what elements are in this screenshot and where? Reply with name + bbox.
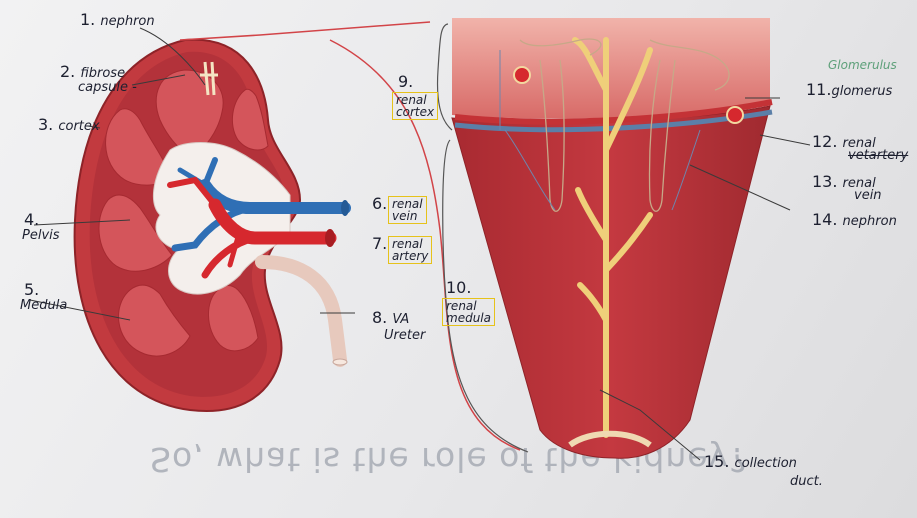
nephron-highlight xyxy=(200,61,218,96)
label-5-text: Medula xyxy=(20,298,68,313)
label-11-above: Glomerulus xyxy=(828,58,897,72)
label-6-text: renal xyxy=(392,197,423,211)
nephron-loops xyxy=(519,38,730,212)
ureter xyxy=(255,255,347,367)
pyramid-detail xyxy=(451,18,773,459)
label-1-number: 1. xyxy=(80,10,96,29)
label-14: 14. nephron xyxy=(812,210,897,229)
label-2-line2: capsule - xyxy=(78,80,137,95)
label-12-text: renal xyxy=(842,136,876,151)
label-4-number: 4. xyxy=(24,210,40,229)
label-8-text: VA xyxy=(392,312,410,327)
cortex-band xyxy=(452,18,770,119)
renal-papilla xyxy=(568,430,652,448)
label-9-text2: cortex xyxy=(396,105,435,119)
medulla-cone xyxy=(451,105,771,459)
whole-kidney xyxy=(73,38,351,412)
label-3-text: cortex xyxy=(58,119,100,134)
label-12: 12. renal xyxy=(812,132,876,151)
renal-artery xyxy=(167,176,337,279)
label-9-number: 9. xyxy=(398,72,414,91)
label-6-box: renal vein xyxy=(388,196,427,224)
label-13: 13. renal xyxy=(812,172,876,191)
label-3: 3. cortex xyxy=(38,115,100,134)
label-7-box: renal artery xyxy=(388,236,433,264)
label-12-number: 12. xyxy=(812,132,838,151)
pointer-lines xyxy=(29,27,811,461)
label-2-text: fibrose xyxy=(80,66,126,81)
medulla-pyramids xyxy=(98,69,269,357)
label-8: 8. VA xyxy=(372,308,409,327)
label-15: 15. collection xyxy=(704,452,797,471)
label-10-text: renal xyxy=(446,299,477,313)
label-6-text2: vein xyxy=(392,209,418,223)
label-14-number: 14. xyxy=(812,210,838,229)
label-15-number: 15. xyxy=(704,452,730,471)
label-8-line2: Ureter xyxy=(384,328,426,343)
label-2-number: 2. xyxy=(60,62,76,81)
label-1-text: nephron xyxy=(100,14,155,29)
label-7-number: 7. xyxy=(372,234,388,253)
label-13-text: renal xyxy=(842,176,876,191)
label-10-text2: medula xyxy=(446,311,491,325)
label-4-text: Pelvis xyxy=(22,228,60,243)
label-9-box: renal cortex xyxy=(392,92,439,120)
label-2: 2. fibrose xyxy=(60,62,125,81)
label-14-text: nephron xyxy=(842,214,897,229)
label-15-text: collection xyxy=(734,456,797,471)
label-7-text2: artery xyxy=(392,249,429,263)
collecting-duct xyxy=(572,37,653,438)
label-13-line2: vein xyxy=(854,188,882,203)
medulla-bracket xyxy=(442,139,529,453)
label-9-text: renal xyxy=(396,93,427,107)
renal-vein-opening xyxy=(341,200,349,216)
label-3-number: 3. xyxy=(38,115,54,134)
label-11-text: glomerus xyxy=(831,84,893,99)
ureter-end xyxy=(332,358,348,366)
label-15-line2: duct. xyxy=(790,474,823,489)
label-8-number: 8. xyxy=(372,308,388,327)
vasa-recta xyxy=(499,50,701,211)
label-7-text: renal xyxy=(392,237,423,251)
renal-artery-opening xyxy=(325,229,335,247)
label-1: 1. nephron xyxy=(80,10,155,29)
zoom-outline xyxy=(179,21,521,451)
label-11-number: 11. xyxy=(806,80,832,99)
label-11: 11.glomerus xyxy=(806,80,892,99)
label-10-number: 10. xyxy=(446,278,472,297)
label-10-box: renal medula xyxy=(442,298,495,326)
glomerulus-left xyxy=(513,66,531,84)
cortex-bracket xyxy=(436,23,453,131)
glomerulus-right xyxy=(726,106,744,124)
label-12-line2: vetartery xyxy=(848,148,909,163)
label-13-number: 13. xyxy=(812,172,838,191)
label-6-number: 6. xyxy=(372,194,388,213)
label-5-number: 5. xyxy=(24,280,40,299)
